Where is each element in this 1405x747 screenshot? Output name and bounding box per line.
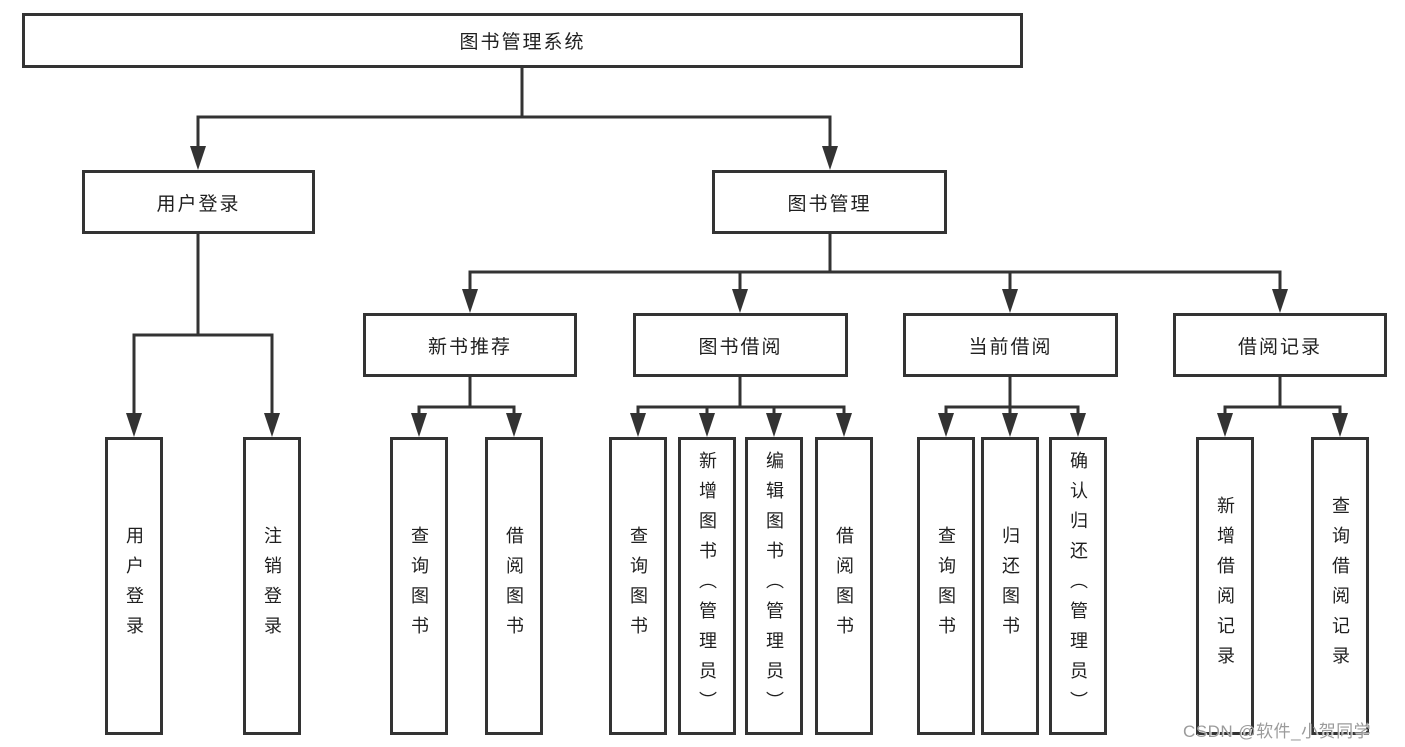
- connector-new-book-recommend-to-leaves: [417, 377, 516, 420]
- arrowhead: [126, 413, 142, 437]
- arrowhead: [264, 413, 280, 437]
- leaf-logout: 注销登录: [243, 437, 301, 735]
- arrowhead: [1002, 289, 1018, 313]
- arrowhead: [699, 413, 715, 437]
- arrowhead: [506, 413, 522, 437]
- node-root: 图书管理系统: [22, 13, 1023, 68]
- arrowhead: [1070, 413, 1086, 437]
- arrowhead: [630, 413, 646, 437]
- leaf-borrow-add-book-admin: 新增图书（管理员）: [678, 437, 736, 735]
- arrowhead: [462, 289, 478, 313]
- arrowhead: [411, 413, 427, 437]
- arrowhead: [1332, 413, 1348, 437]
- leaf-borrow-borrow-book: 借阅图书: [815, 437, 873, 735]
- node-new-book-recommend: 新书推荐: [363, 313, 577, 377]
- leaf-current-confirm-return-admin: 确认归还（管理员）: [1049, 437, 1107, 735]
- connector-borrow-records-to-leaves: [1223, 377, 1342, 420]
- arrowhead: [836, 413, 852, 437]
- leaf-borrow-edit-book-admin: 编辑图书（管理员）: [745, 437, 803, 735]
- leaf-user-login: 用户登录: [105, 437, 163, 735]
- arrowhead: [1217, 413, 1233, 437]
- connector-book-management-to-level3: [468, 234, 1282, 296]
- connector-root-to-level2: [196, 68, 832, 153]
- node-user-login: 用户登录: [82, 170, 315, 234]
- arrowhead: [822, 146, 838, 170]
- arrowhead: [1002, 413, 1018, 437]
- connector-user-login-to-leaves: [132, 234, 274, 420]
- node-book-borrow: 图书借阅: [633, 313, 848, 377]
- node-book-management: 图书管理: [712, 170, 947, 234]
- connector-book-borrow-to-leaves: [636, 377, 846, 420]
- arrowhead: [766, 413, 782, 437]
- arrowhead: [938, 413, 954, 437]
- csdn-watermark: CSDN @软件_小贺同学: [1183, 722, 1372, 741]
- leaf-borrow-query-book: 查询图书: [609, 437, 667, 735]
- arrowhead: [1272, 289, 1288, 313]
- connector-current-borrow-to-leaves: [944, 377, 1080, 420]
- leaf-records-add-record: 新增借阅记录: [1196, 437, 1254, 735]
- leaf-current-query-book: 查询图书: [917, 437, 975, 735]
- leaf-records-query-record: 查询借阅记录: [1311, 437, 1369, 735]
- node-borrow-records: 借阅记录: [1173, 313, 1387, 377]
- node-current-borrow: 当前借阅: [903, 313, 1118, 377]
- arrowhead: [190, 146, 206, 170]
- leaf-recommend-borrow-book: 借阅图书: [485, 437, 543, 735]
- leaf-current-return-book: 归还图书: [981, 437, 1039, 735]
- leaf-recommend-query-book: 查询图书: [390, 437, 448, 735]
- arrowhead: [732, 289, 748, 313]
